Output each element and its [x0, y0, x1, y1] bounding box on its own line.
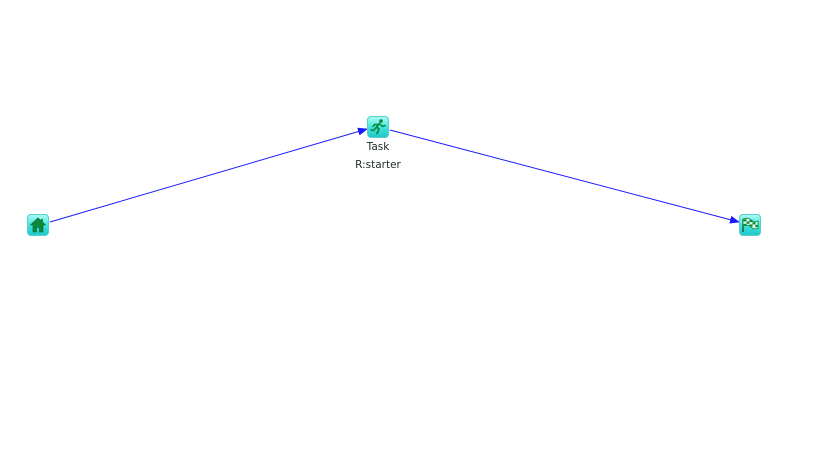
end-node[interactable] — [739, 214, 761, 236]
task-node[interactable] — [367, 116, 389, 138]
task-role-label: R:starter — [355, 159, 401, 171]
runner-icon — [370, 119, 386, 135]
start-node[interactable] — [27, 214, 49, 236]
edge-start-to-task[interactable] — [49, 127, 368, 223]
task-name-label: Task — [366, 141, 390, 153]
edge-task-to-end[interactable] — [389, 129, 740, 224]
home-icon — [29, 217, 47, 233]
checkered-flag-icon — [742, 217, 759, 232]
